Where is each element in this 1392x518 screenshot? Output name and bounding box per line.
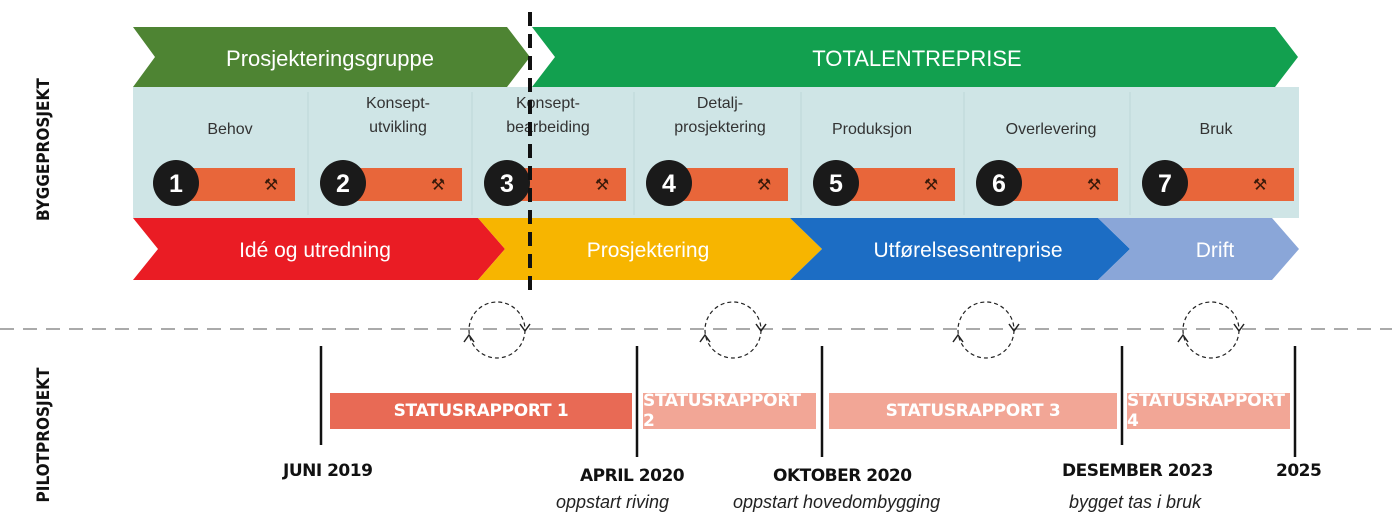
bottom-arrow-label-1: Idé og utredning (239, 239, 391, 262)
cycle-arrowhead-left (699, 333, 711, 343)
pin-icon: ⚒ (1087, 175, 1101, 194)
phase-badge-7 (1142, 160, 1188, 206)
bottom-arrow-3 (790, 218, 1130, 280)
cycle-circle (957, 301, 1015, 359)
phase-bar-1 (181, 168, 295, 201)
pin-icon: ⚒ (431, 175, 445, 194)
phase-badge-3 (484, 160, 530, 206)
status-report-1: STATUSRAPPORT 1 (330, 393, 632, 429)
cycle-circle (468, 301, 526, 359)
phase-bar-7 (1170, 168, 1294, 201)
pin-icon: ⚒ (1253, 175, 1267, 194)
bottom-arrow-2 (478, 218, 822, 280)
side-label-pilotprosjekt: PILOTPROSJEKT (34, 367, 54, 503)
status-report-3: STATUSRAPPORT 3 (829, 393, 1117, 429)
phase-label-1: Behov (207, 121, 252, 138)
cycle-arrowhead-right (1008, 323, 1020, 333)
phase-badge-5 (813, 160, 859, 206)
bottom-arrow-1 (133, 218, 505, 280)
phase-label-6: Overlevering (1006, 121, 1097, 138)
cycle-icon (1177, 301, 1245, 359)
phase-number-4: 4 (662, 170, 676, 198)
milestone-date-desember-2023: DESEMBER 2023 (1062, 461, 1213, 481)
cycle-arrowhead-right (755, 323, 767, 333)
pin-icon: ⚒ (595, 175, 609, 194)
cycle-circle (1182, 301, 1240, 359)
pin-icon: ⚒ (924, 175, 938, 194)
phase-label-2: Konsept-utvikling (366, 95, 430, 136)
cycle-arrowhead-left (463, 333, 475, 343)
top-arrow-2 (532, 27, 1298, 87)
status-report-4: STATUSRAPPORT 4 (1127, 391, 1290, 431)
cycle-arrowhead-right (1233, 323, 1245, 333)
milestone-date-april-2020: APRIL 2020 (580, 466, 685, 486)
phase-bar-4 (674, 168, 788, 201)
cycle-icon (952, 301, 1020, 359)
milestone-date-2025: 2025 (1276, 461, 1322, 481)
phase-number-7: 7 (1158, 170, 1172, 198)
phase-label-5: Produksjon (832, 121, 912, 138)
top-arrow-1 (133, 27, 530, 87)
milestone-note-desember-2023: bygget tas i bruk (1069, 492, 1202, 512)
cycle-circle (704, 301, 762, 359)
phase-bar-5 (841, 168, 955, 201)
phase-badge-6 (976, 160, 1022, 206)
top-arrow-label-1: Prosjekteringsgruppe (226, 46, 434, 71)
bottom-arrow-4 (1098, 218, 1299, 280)
phase-number-6: 6 (992, 170, 1006, 198)
cycle-icon (699, 301, 767, 359)
phase-number-5: 5 (829, 170, 843, 198)
status-report-2: STATUSRAPPORT 2 (643, 391, 816, 431)
milestone-note-oktober-2020: oppstart hovedombygging (733, 492, 941, 512)
cycle-arrowhead-left (1177, 333, 1189, 343)
milestone-date-juni-2019: JUNI 2019 (283, 461, 373, 481)
cycle-arrowhead-right (519, 323, 531, 333)
phase-bar-2 (348, 168, 462, 201)
phase-label-7: Bruk (1200, 121, 1234, 138)
phase-badge-1 (153, 160, 199, 206)
phase-bar-6 (1004, 168, 1118, 201)
milestone-note-april-2020: oppstart riving (556, 492, 670, 512)
pin-icon: ⚒ (264, 175, 278, 194)
bottom-arrow-label-4: Drift (1196, 239, 1235, 262)
bottom-arrow-label-2: Prosjektering (587, 239, 710, 262)
phase-badge-4 (646, 160, 692, 206)
pin-icon: ⚒ (757, 175, 771, 194)
bottom-arrow-label-3: Utførelsesentreprise (873, 239, 1062, 262)
cycle-arrowhead-left (952, 333, 964, 343)
phase-badge-2 (320, 160, 366, 206)
phase-label-4: Detalj-prosjektering (674, 95, 766, 136)
side-label-byggeprosjekt: BYGGEPROSJEKT (34, 78, 54, 221)
phase-number-2: 2 (336, 170, 350, 198)
phase-number-1: 1 (169, 170, 183, 198)
cycle-icon (463, 301, 531, 359)
top-arrow-label-2: TOTALENTREPRISE (812, 46, 1021, 71)
phase-number-3: 3 (500, 170, 514, 198)
milestone-date-oktober-2020: OKTOBER 2020 (773, 466, 912, 486)
